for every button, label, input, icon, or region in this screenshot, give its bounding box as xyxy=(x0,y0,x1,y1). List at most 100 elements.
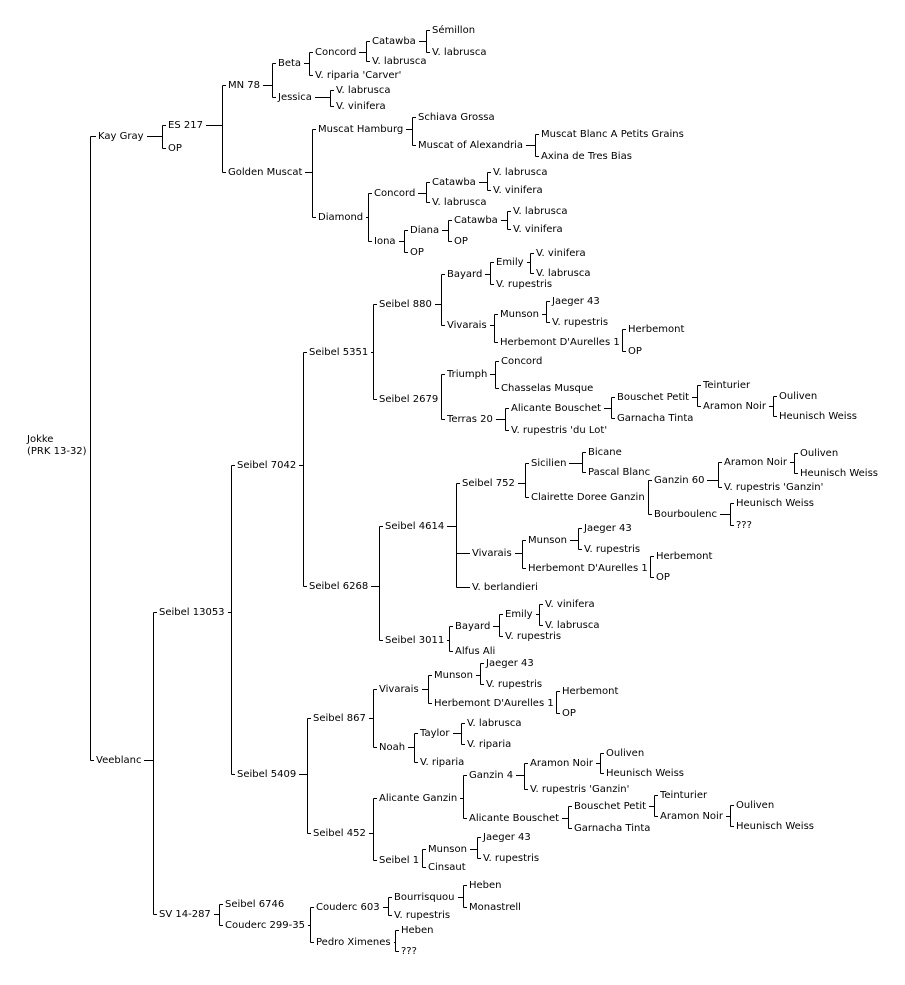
node-v-labrusca-label: V. labrusca xyxy=(467,718,521,729)
node-es-217-label: ES 217 xyxy=(168,120,203,131)
node-taylor-label: Taylor xyxy=(419,728,450,739)
node-jaeger-43-label: Jaeger 43 xyxy=(583,523,632,534)
node-sicilien-label: Sicilien xyxy=(531,458,566,469)
node-v-labrusca-label: V. labrusca xyxy=(336,85,390,96)
node-alicante-ganzin-label: Alicante Ganzin xyxy=(379,793,457,804)
node-ouliven-label: Ouliven xyxy=(779,391,817,402)
node-bayard-label: Bayard xyxy=(447,269,482,280)
node-seibel-4614-label: Seibel 4614 xyxy=(385,521,444,532)
node-aramon-noir-label: Aramon Noir xyxy=(660,811,724,822)
node-pascal-blanc-label: Pascal Blanc xyxy=(588,467,650,478)
node-jokke-label: Jokke xyxy=(26,434,53,445)
node-concord-label: Concord xyxy=(501,356,542,367)
node-heunisch-weiss-label: Heunisch Weiss xyxy=(606,768,684,779)
node-golden-muscat-label: Golden Muscat xyxy=(228,167,302,178)
node-garnacha-tinta-label: Garnacha Tinta xyxy=(617,413,693,424)
node-seibel-7042-label: Seibel 7042 xyxy=(237,460,296,471)
node-muscat-hamburg-label: Muscat Hamburg xyxy=(318,124,403,135)
node-op-label: OP xyxy=(168,143,182,154)
node-monastrell-label: Monastrell xyxy=(469,902,521,913)
node-alicante-bouschet-label: Alicante Bouschet xyxy=(511,403,601,414)
node-pedro-ximenes-label: Pedro Ximenes xyxy=(316,937,391,948)
node-garnacha-tinta-label: Garnacha Tinta xyxy=(574,823,650,834)
node-teinturier-label: Teinturier xyxy=(659,790,708,801)
node-bicane-label: Bicane xyxy=(588,447,622,458)
node-munson-label: Munson xyxy=(528,535,567,546)
node-v-rupestris-label: V. rupestris xyxy=(584,544,640,555)
node-bourrisquou-label: Bourrisquou xyxy=(394,892,455,903)
node-s-millon-label: Sémillon xyxy=(432,24,475,36)
node-munson-label: Munson xyxy=(428,844,467,855)
node-ganzin-4-label: Ganzin 4 xyxy=(469,770,513,781)
node-v-vinifera-label: V. vinifera xyxy=(513,224,563,235)
node-v-rupestris-label: V. rupestris xyxy=(486,679,542,690)
node-diamond-label: Diamond xyxy=(318,212,363,223)
node-ouliven-label: Ouliven xyxy=(800,448,838,459)
node-v-riparia-label: V. riparia xyxy=(420,757,464,768)
node-catawba-label: Catawba xyxy=(372,36,416,47)
node-muscat-of-alexandria-label: Muscat of Alexandria xyxy=(418,140,523,151)
node-v-labrusca-label: V. labrusca xyxy=(513,206,567,217)
node-herbemont-d-aurelles-1-label: Herbemont D'Aurelles 1 xyxy=(500,337,620,348)
node-v-riparia-label: V. riparia xyxy=(467,739,511,750)
node-schiava-grossa-label: Schiava Grossa xyxy=(418,112,495,123)
node-herbemont-label: Herbemont xyxy=(628,324,684,335)
node-triumph-label: Triumph xyxy=(446,369,487,380)
node-v-rupestris-du-lot-label: V. rupestris 'du Lot' xyxy=(511,425,607,436)
node-jaeger-43-label: Jaeger 43 xyxy=(485,658,534,669)
node-jaeger-43-label: Jaeger 43 xyxy=(551,296,600,307)
node-v-vinifera-label: V. vinifera xyxy=(536,248,586,259)
node-diana-label: Diana xyxy=(410,225,439,236)
node-heunisch-weiss-label: Heunisch Weiss xyxy=(779,411,857,422)
node-clairette-doree-ganzin-label: Clairette Doree Ganzin xyxy=(531,492,645,503)
node-ouliven-label: Ouliven xyxy=(736,800,774,811)
node-iona-label: Iona xyxy=(374,236,396,247)
node-v-labrusca-label: V. labrusca xyxy=(545,620,599,631)
node--label: ??? xyxy=(736,520,752,531)
node-concord-label: Concord xyxy=(315,47,356,58)
node-seibel-752-label: Seibel 752 xyxy=(462,478,515,489)
node-ganzin-60-label: Ganzin 60 xyxy=(654,475,704,486)
node-alicante-bouschet-label: Alicante Bouschet xyxy=(469,813,559,824)
node-jessica-label: Jessica xyxy=(277,92,312,103)
node-heben-label: Heben xyxy=(469,880,502,891)
node-kay-gray-label: Kay Gray xyxy=(98,131,144,142)
node-ouliven-label: Ouliven xyxy=(606,748,644,759)
node-v-riparia-carver-label: V. riparia 'Carver' xyxy=(315,70,401,81)
node-bayard-label: Bayard xyxy=(455,621,490,632)
node-v-labrusca-label: V. labrusca xyxy=(432,47,486,58)
node-seibel-6268-label: Seibel 6268 xyxy=(309,581,368,592)
node-chasselas-musque-label: Chasselas Musque xyxy=(501,383,593,394)
node-v-labrusca-label: V. labrusca xyxy=(432,197,486,208)
node-heben-label: Heben xyxy=(401,925,434,936)
node-seibel-867-label: Seibel 867 xyxy=(313,713,366,724)
node-v-labrusca-label: V. labrusca xyxy=(536,268,590,279)
node-catawba-label: Catawba xyxy=(454,215,498,226)
node-op-label: OP xyxy=(656,572,670,583)
node-alfus-ali-label: Alfus Ali xyxy=(455,646,495,657)
node-catawba-label: Catawba xyxy=(432,177,476,188)
node-vivarais-label: Vivarais xyxy=(472,548,512,559)
node-emily-label: Emily xyxy=(505,609,533,620)
node-v-berlandieri-label: V. berlandieri xyxy=(472,582,538,593)
node-herbemont-d-aurelles-1-label: Herbemont D'Aurelles 1 xyxy=(434,698,554,709)
node-munson-label: Munson xyxy=(500,309,539,320)
node-munson-label: Munson xyxy=(434,670,473,681)
node-terras-20-label: Terras 20 xyxy=(446,414,493,425)
node-seibel-5409-label: Seibel 5409 xyxy=(237,769,296,780)
node-v-labrusca-label: V. labrusca xyxy=(493,167,547,178)
node-bouschet-petit-label: Bouschet Petit xyxy=(574,801,646,812)
node-concord-label: Concord xyxy=(374,188,415,199)
node-v-labrusca-label: V. labrusca xyxy=(372,56,426,67)
node-seibel-880-label: Seibel 880 xyxy=(379,299,432,310)
node-v-vinifera-label: V. vinifera xyxy=(493,185,543,196)
node-jaeger-43-label: Jaeger 43 xyxy=(482,832,531,843)
node-herbemont-label: Herbemont xyxy=(562,686,618,697)
node-v-rupestris-ganzin-label: V. rupestris 'Ganzin' xyxy=(530,784,629,795)
node-couderc-603-label: Couderc 603 xyxy=(316,902,380,913)
node-op-label: OP xyxy=(410,247,424,258)
node-muscat-blanc-a-petits-grains-label: Muscat Blanc A Petits Grains xyxy=(541,129,684,140)
node-vivarais-label: Vivarais xyxy=(379,684,419,695)
node-v-rupestris-label: V. rupestris xyxy=(496,279,552,290)
